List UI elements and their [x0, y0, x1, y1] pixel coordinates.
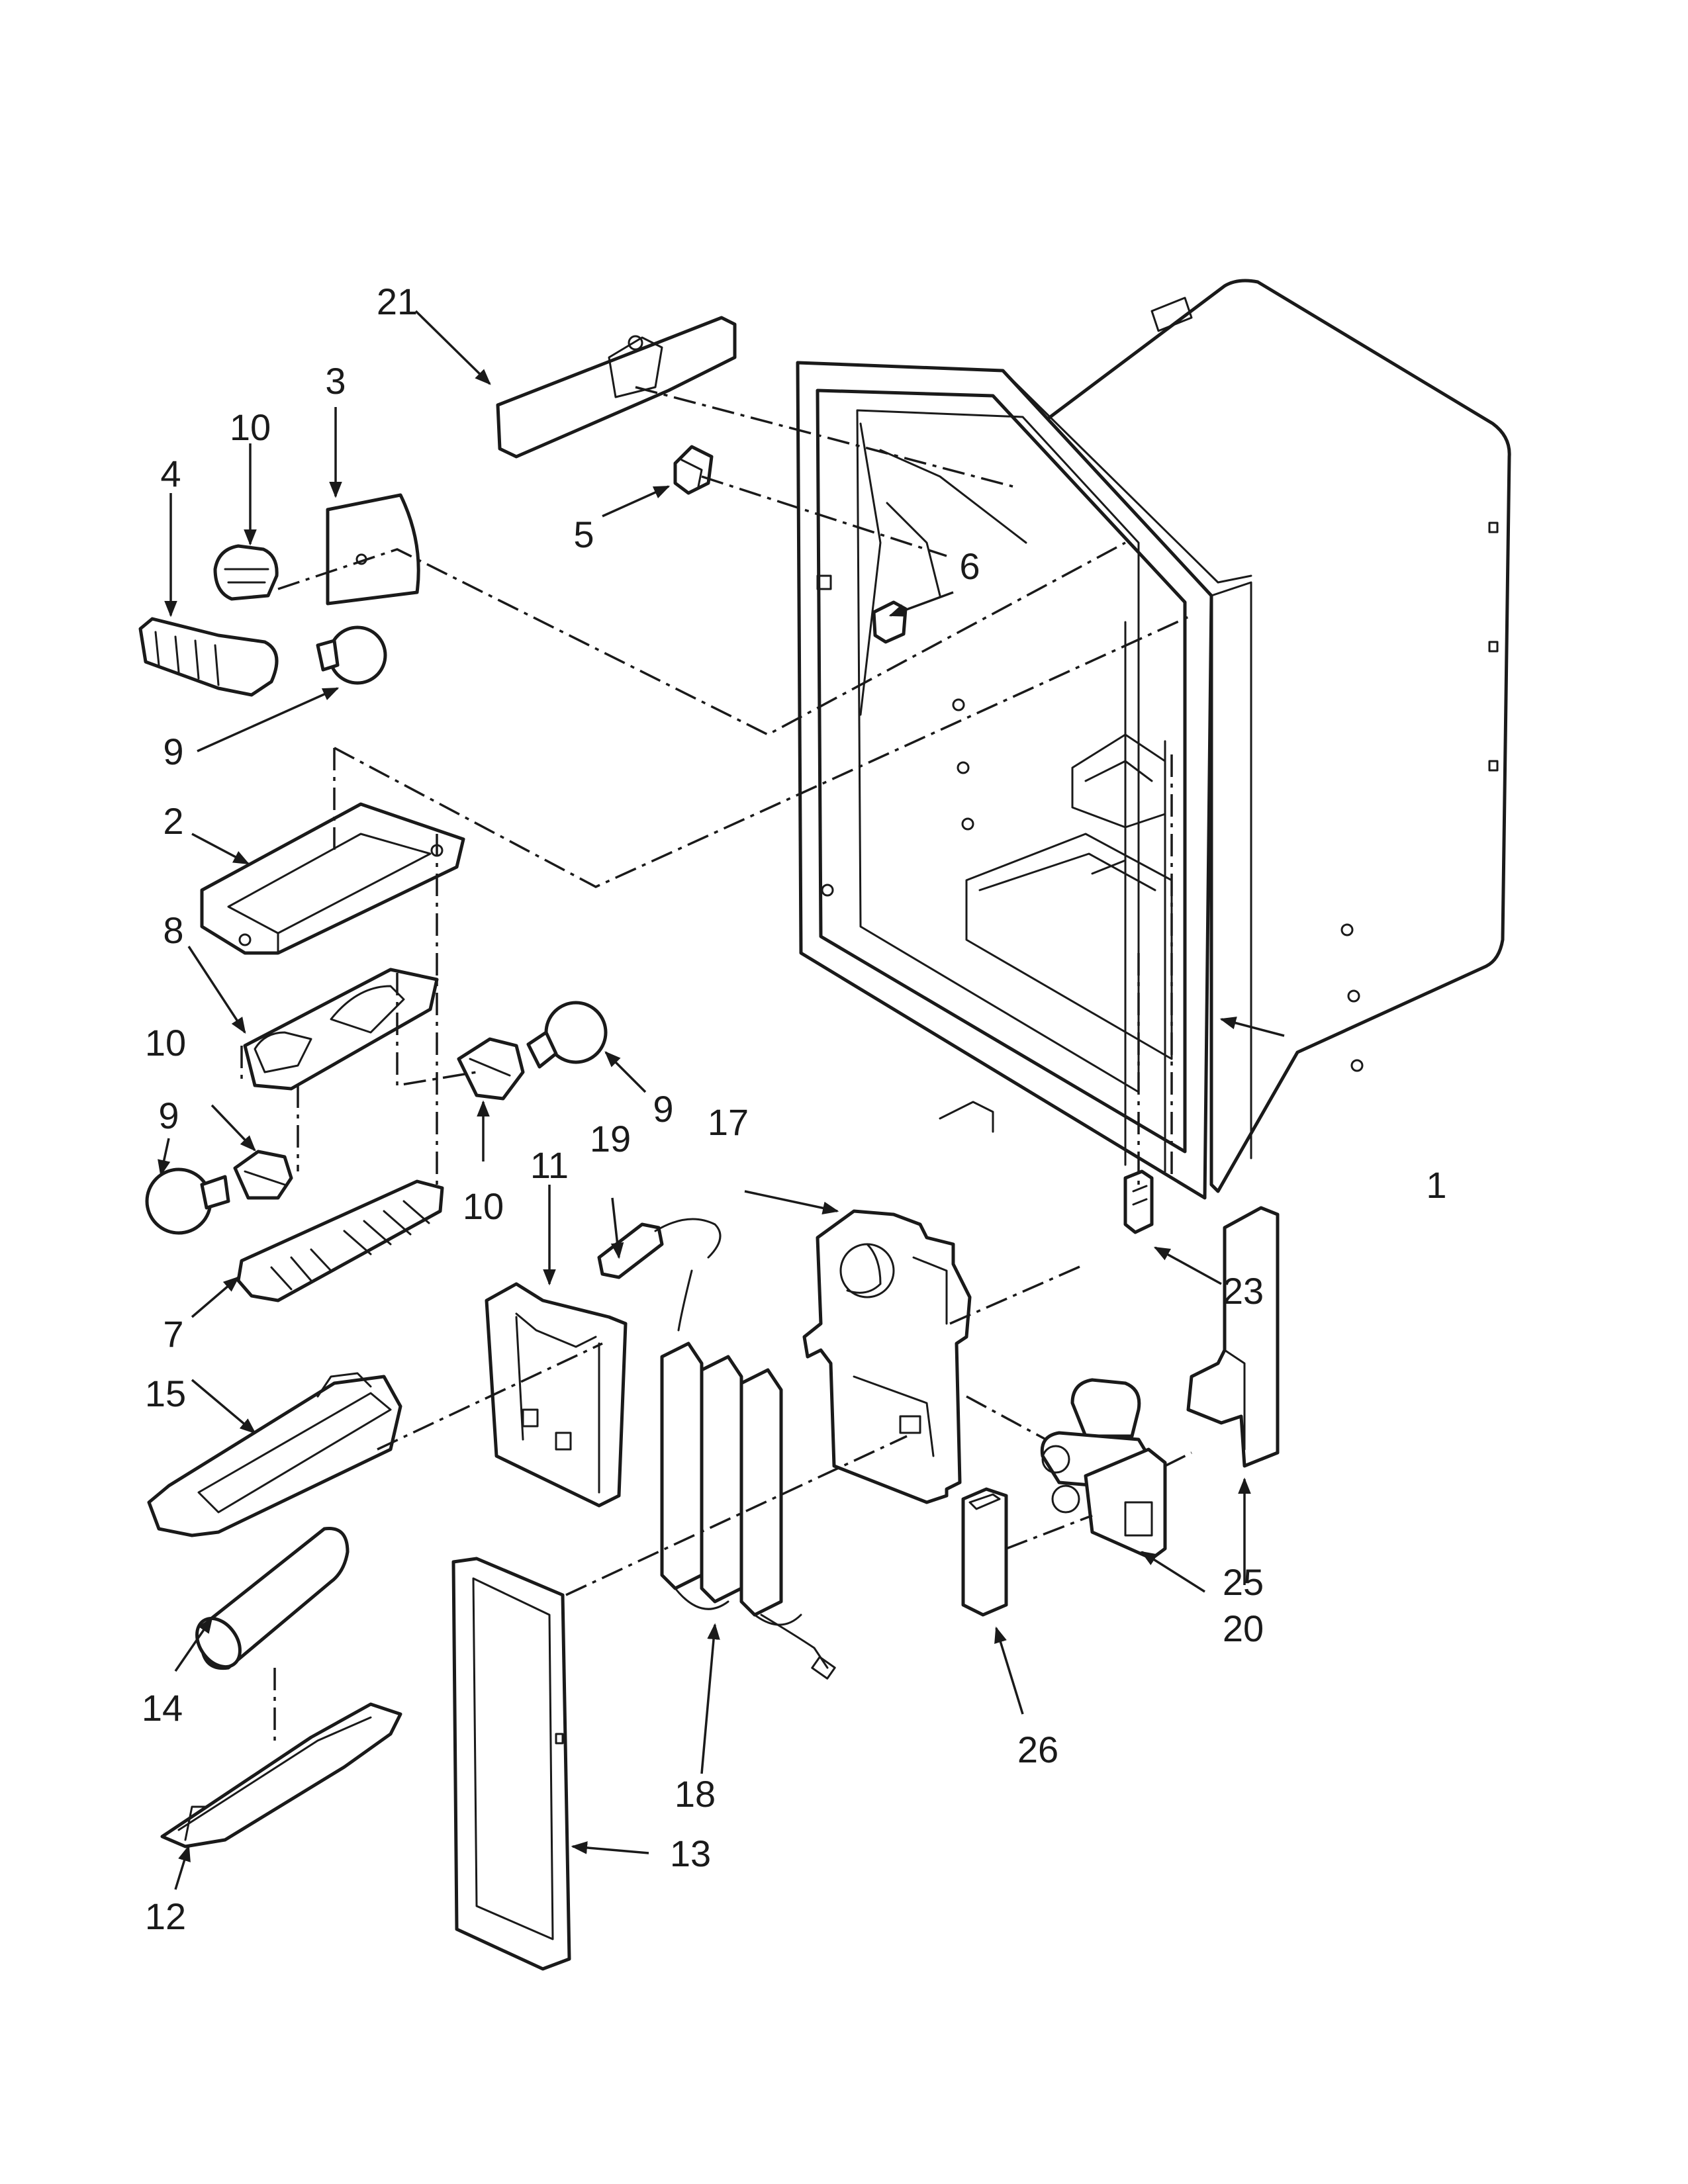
- callout-12: 12: [145, 1895, 186, 1937]
- callout-23: 23: [1223, 1270, 1264, 1312]
- part-21-cover: [496, 316, 737, 459]
- callout-13: 13: [670, 1833, 711, 1874]
- callout-9a: 9: [163, 731, 183, 772]
- part-10-socket-mid: [457, 1037, 525, 1101]
- callout-9b: 9: [158, 1095, 179, 1136]
- part-4-lamp-cover: [138, 617, 279, 697]
- part-5-knob: [673, 445, 714, 495]
- callout-6: 6: [959, 545, 980, 587]
- part-2-housing: [200, 802, 465, 955]
- callout-10a: 10: [230, 406, 271, 448]
- part-15-housing: [147, 1372, 402, 1537]
- part-20-valve: [1040, 1378, 1167, 1561]
- callout-7: 7: [163, 1313, 183, 1355]
- callout-15: 15: [145, 1373, 186, 1414]
- callout-20: 20: [1223, 1608, 1264, 1649]
- part-25-cover: [1186, 1206, 1280, 1468]
- callout-9c: 9: [653, 1088, 673, 1130]
- part-11-bracket: [485, 1282, 628, 1508]
- callout-1: 1: [1426, 1164, 1446, 1206]
- callout-10b: 10: [145, 1022, 186, 1064]
- part-19-thermistor: [597, 1218, 722, 1332]
- callout-26: 26: [1017, 1729, 1058, 1770]
- callout-18: 18: [675, 1773, 716, 1815]
- part-26-clip: [961, 1487, 1008, 1617]
- part-10-socket-left: [233, 1150, 293, 1200]
- callout-labels: 1 2 3 4 5 6 7 8 9 9 9 10 10 10 11 12 13 …: [142, 281, 1447, 1937]
- part-13-panel: [451, 1557, 571, 1971]
- callout-8: 8: [163, 909, 183, 951]
- callout-11: 11: [530, 1144, 569, 1186]
- part-8-lens: [243, 968, 439, 1091]
- part-18-evaporator: [660, 1342, 836, 1680]
- callout-2: 2: [163, 800, 183, 842]
- callout-4: 4: [160, 453, 181, 494]
- part-9-bulb-right: [526, 1001, 608, 1069]
- callout-10c: 10: [463, 1185, 504, 1227]
- part-23-switch: [1123, 1169, 1154, 1234]
- part-9-bulb-left: [145, 1167, 230, 1235]
- part-7-grille: [236, 1179, 444, 1302]
- callout-21: 21: [377, 281, 418, 322]
- callout-17: 17: [708, 1101, 749, 1143]
- part-9-bulb-top: [316, 625, 387, 685]
- part-17-module: [802, 1209, 972, 1504]
- part-14-filter: [195, 1526, 350, 1670]
- callout-25: 25: [1223, 1561, 1264, 1603]
- part-10-socket-top: [213, 544, 279, 601]
- part-6-switch: [872, 600, 908, 644]
- assembly-lines: [240, 386, 1192, 1741]
- callout-14: 14: [142, 1687, 183, 1729]
- part-12-tray: [160, 1702, 402, 1848]
- part-1-liner: [796, 279, 1511, 1200]
- part-3-shield: [326, 493, 420, 606]
- callout-5: 5: [573, 514, 594, 555]
- leader-arrows: [158, 310, 1285, 1890]
- callout-19: 19: [590, 1118, 631, 1160]
- callout-3: 3: [325, 360, 346, 402]
